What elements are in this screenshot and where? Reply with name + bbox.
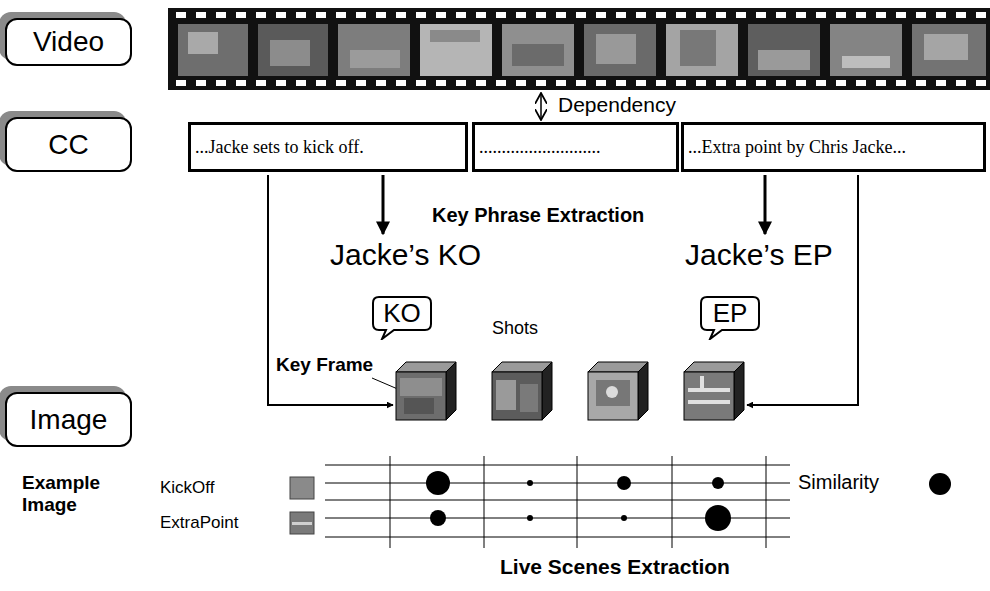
shot-cube	[396, 362, 456, 420]
row-label: ExtraPoint	[160, 513, 238, 533]
key-phrase: Jacke’s KO	[330, 238, 481, 273]
node-text: ...........................	[479, 137, 601, 158]
row-label: KickOff	[160, 478, 214, 498]
key-phrase: Jacke’s EP	[685, 238, 833, 273]
node-text: EP	[713, 296, 748, 330]
film-strip	[168, 8, 990, 90]
speech-bubble: KO	[372, 296, 432, 340]
similarity-dot	[426, 471, 951, 531]
row-heading: Video	[5, 18, 132, 66]
shot-cube	[588, 362, 648, 420]
node-text: Video	[33, 26, 104, 58]
row-heading: CC	[5, 117, 132, 172]
row-heading: Image	[5, 392, 132, 447]
extract-arrow	[382, 175, 385, 234]
caption-box: ...........................	[472, 122, 679, 172]
legend-label: Similarity	[798, 471, 879, 494]
process-label: Key Phrase Extraction	[432, 204, 644, 227]
extract-arrow	[764, 175, 767, 234]
process-label: Live Scenes Extraction	[500, 555, 730, 579]
node-text: Image	[30, 404, 108, 436]
shot-cube	[492, 362, 552, 420]
row-label: Example Image	[22, 472, 108, 516]
node-text: ...Jacke sets to kick off.	[195, 137, 364, 158]
node-text: CC	[48, 129, 88, 161]
keyframe-arrow	[747, 175, 858, 405]
caption-box: ...Extra point by Chris Jacke...	[681, 122, 986, 172]
shot-cube	[684, 362, 744, 420]
pointer-label: Key Frame	[276, 354, 373, 376]
relation-label: Dependency	[558, 93, 676, 117]
node-text: ...Extra point by Chris Jacke...	[688, 137, 906, 158]
example-thumbnail	[290, 512, 314, 534]
group-label: Shots	[492, 318, 538, 339]
caption-box: ...Jacke sets to kick off.	[188, 122, 468, 172]
speech-bubble: EP	[700, 296, 760, 340]
node-text: KO	[383, 296, 421, 330]
example-thumbnail	[290, 477, 314, 499]
similarity-grid	[325, 456, 790, 548]
keyframe-arrow	[268, 175, 393, 405]
dependency-arrow	[540, 93, 542, 120]
